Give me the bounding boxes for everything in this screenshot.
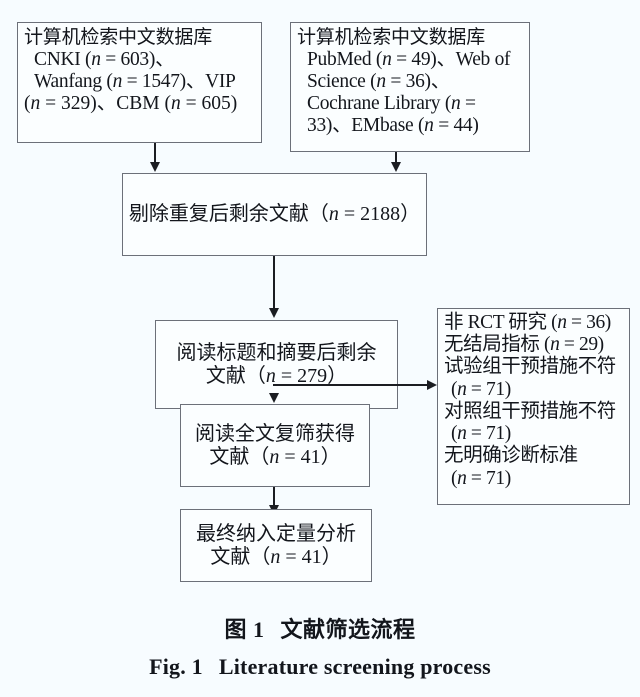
fulltext-line-1: 阅读全文复筛获得	[195, 422, 355, 445]
box-english-databases: 计算机检索中文数据库 PubMed (n = 49)、Web of Scienc…	[290, 22, 530, 152]
connector-title-to-fulltext-arrow	[268, 393, 279, 403]
box-fulltext-screening: 阅读全文复筛获得 文献（n = 41）	[180, 404, 370, 487]
box-excluded-reasons: 非 RCT 研究 (n = 36) 无结局指标 (n = 29) 试验组干预措施…	[437, 308, 630, 505]
fulltext-line-2: 文献（n = 41）	[209, 445, 341, 468]
english-db-line-2: Science (n = 36)、	[307, 70, 450, 92]
connector-dedup-to-title-line	[273, 256, 275, 310]
included-line-2: 文献（n = 41）	[210, 545, 342, 568]
excluded-reason-4: 对照组干预措施不符	[444, 400, 616, 422]
figure-title-chinese: 文献筛选流程	[280, 617, 416, 642]
box-chinese-databases: 计算机检索中文数据库 CNKI (n = 603)、 Wanfang (n = …	[17, 22, 262, 143]
box-included-studies: 最终纳入定量分析 文献（n = 41）	[180, 509, 372, 582]
connector-dedup-to-title-arrow	[268, 308, 279, 318]
connector-chinese-to-dedup-arrow	[149, 162, 160, 172]
english-db-line-1: PubMed (n = 49)、Web of	[307, 48, 511, 70]
dedup-text: 剔除重复后剩余文献（n = 2188）	[128, 203, 421, 226]
excluded-reason-2: 无结局指标 (n = 29)	[444, 334, 604, 356]
chinese-db-header: 计算机检索中文数据库	[24, 27, 213, 48]
english-db-line-3: Cochrane Library (n =	[307, 93, 476, 115]
chinese-db-line-3: (n = 329)、CBM (n = 605)	[24, 93, 238, 115]
excluded-reason-3-count: (n = 71)	[451, 378, 511, 400]
chinese-db-line-2: Wanfang (n = 1547)、VIP	[34, 70, 236, 92]
box-dedup: 剔除重复后剩余文献（n = 2188）	[122, 173, 427, 256]
figure-caption-chinese: 图 1 文献筛选流程	[0, 612, 640, 644]
excluded-reason-3: 试验组干预措施不符	[444, 356, 616, 378]
excluded-reason-4-count: (n = 71)	[451, 423, 511, 445]
chinese-db-line-1: CNKI (n = 603)、	[34, 48, 175, 70]
connector-chinese-to-dedup-line	[154, 143, 156, 165]
excluded-reason-5: 无明确诊断标准	[444, 445, 578, 467]
figure-title-english: Literature screening process	[218, 654, 491, 679]
figure-caption-english: Fig. 1 Literature screening process	[0, 654, 640, 680]
english-db-header: 计算机检索中文数据库	[297, 27, 486, 48]
connector-english-to-dedup-line	[395, 152, 397, 165]
connector-fulltext-to-included-line	[273, 487, 275, 510]
title-abstract-line-2: 文献（n = 279）	[205, 364, 348, 387]
english-db-line-4: 33)、EMbase (n = 44)	[307, 115, 479, 137]
figure-number-english: Fig. 1	[149, 654, 203, 679]
connector-english-to-dedup-arrow	[390, 162, 401, 172]
excluded-reason-1: 非 RCT 研究 (n = 36)	[444, 312, 611, 333]
figure-number-chinese: 图 1	[224, 617, 265, 642]
connector-branch-to-excluded-arrow	[427, 379, 437, 390]
excluded-reason-5-count: (n = 71)	[451, 467, 511, 489]
title-abstract-line-1: 阅读标题和摘要后剩余	[176, 341, 377, 364]
connector-branch-to-excluded-line	[273, 384, 432, 386]
included-line-1: 最终纳入定量分析	[196, 522, 356, 545]
